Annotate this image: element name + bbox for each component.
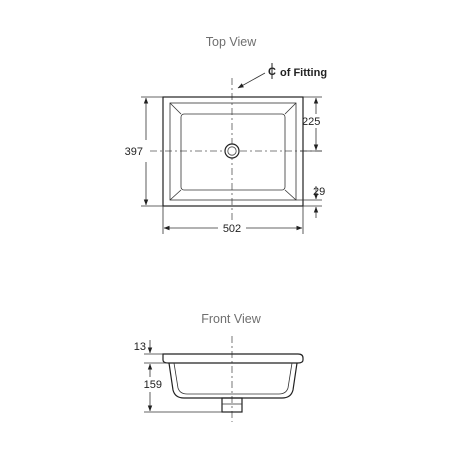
front-view: Front View 13 159: [134, 312, 304, 422]
dim-502-label: 502: [223, 223, 241, 235]
drain-inner: [227, 146, 237, 156]
centerline-label: C of Fitting: [237, 63, 327, 89]
bevel-bottom-left: [169, 189, 182, 201]
basin-outer-rim: [162, 96, 304, 207]
basin-bowl: [180, 113, 286, 191]
dim-13-label: 13: [134, 341, 146, 353]
front-view-title: Front View: [201, 312, 261, 326]
dim-225-label: 225: [302, 116, 320, 128]
bevel-top-left: [169, 102, 182, 115]
dim-29-label: 29: [313, 186, 325, 198]
basin-bowl-inner: [173, 362, 293, 395]
basin-bowl-profile: [168, 362, 298, 399]
basin-inner-rim: [169, 102, 297, 201]
bevel-top-right: [284, 102, 297, 115]
dim-397-label: 397: [125, 146, 143, 158]
centerline-label-text: of Fitting: [280, 67, 327, 79]
basin-rim-profile: [162, 353, 304, 364]
top-view: Top View C of Fitting 397: [125, 35, 327, 235]
top-view-title: Top View: [206, 35, 257, 49]
bevel-bottom-right: [284, 189, 297, 201]
leader-line: [237, 72, 266, 89]
dim-159-label: 159: [144, 379, 162, 391]
waste-outlet: [221, 397, 243, 413]
drain-outer: [224, 143, 240, 159]
